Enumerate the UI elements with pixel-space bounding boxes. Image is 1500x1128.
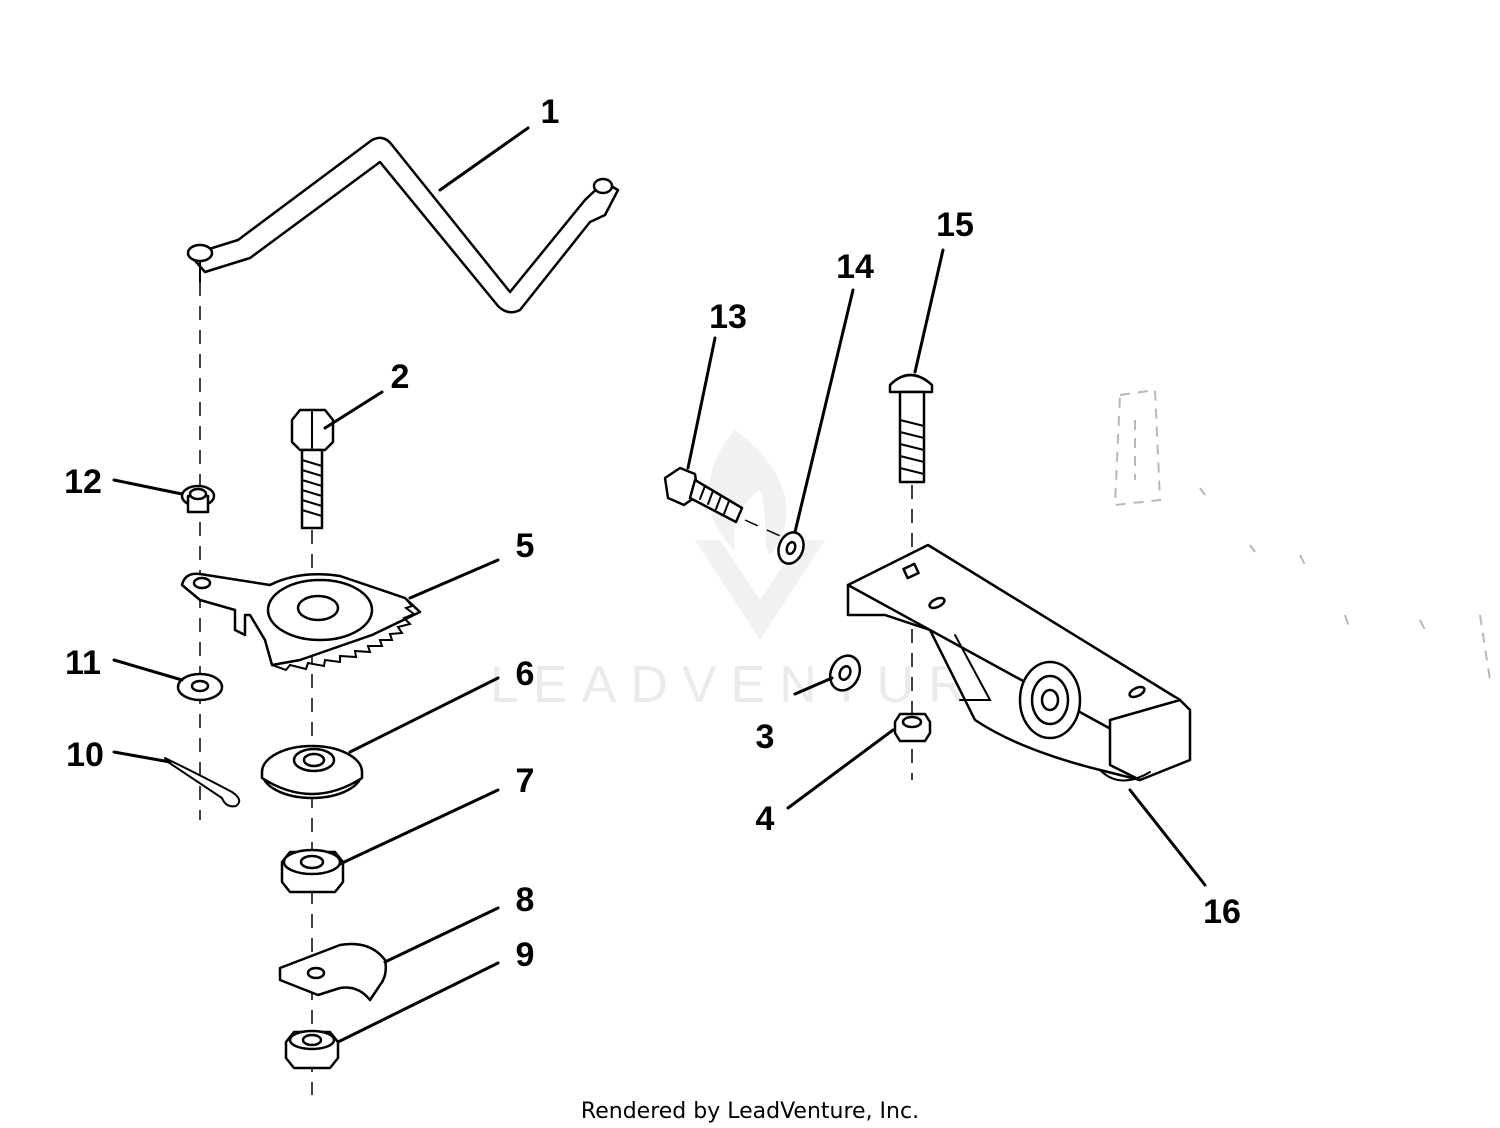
footer-credit: Rendered by LeadVenture, Inc.: [581, 1099, 919, 1124]
callout-11: 11: [65, 644, 101, 682]
callout-7: 7: [516, 762, 535, 800]
callout-1: 1: [541, 93, 560, 131]
part-hex-nut-small: [284, 1029, 340, 1070]
part-control-rod: [186, 136, 620, 314]
callout-13: 13: [709, 298, 747, 336]
part-nut-3: [828, 654, 862, 692]
part-washer-thin: [777, 531, 805, 565]
part-hex-bolt-angled: [663, 466, 744, 524]
ghost-outline: [1113, 388, 1491, 681]
part-sector-gear: [180, 572, 422, 672]
part-washer-small: [176, 672, 224, 702]
part-clip: [278, 942, 388, 1002]
callout-12: 12: [64, 463, 102, 501]
part-hex-bolt: [290, 408, 335, 530]
callout-10: 10: [66, 736, 104, 774]
part-mounting-bracket: [846, 543, 1192, 782]
callout-5: 5: [516, 527, 535, 565]
callout-9: 9: [516, 936, 535, 974]
part-carriage-bolt: [888, 373, 934, 484]
part-hex-nut-large: [280, 848, 345, 894]
callout-3: 3: [756, 718, 775, 756]
part-washer-large: [260, 744, 364, 800]
callout-4: 4: [756, 800, 775, 838]
callout-6: 6: [516, 655, 535, 693]
callout-16: 16: [1203, 893, 1241, 931]
callout-15: 15: [936, 206, 974, 244]
part-cotter-pin: [164, 757, 241, 808]
callout-2: 2: [391, 358, 410, 396]
part-nut-4: [893, 712, 932, 743]
callout-8: 8: [516, 881, 535, 919]
part-flange-nut: [180, 484, 216, 514]
callout-14: 14: [836, 248, 874, 286]
leader-lines: [112, 126, 1207, 1044]
watermark-logo: [695, 430, 825, 640]
watermark-text: LEADVENTURE: [490, 656, 1028, 714]
